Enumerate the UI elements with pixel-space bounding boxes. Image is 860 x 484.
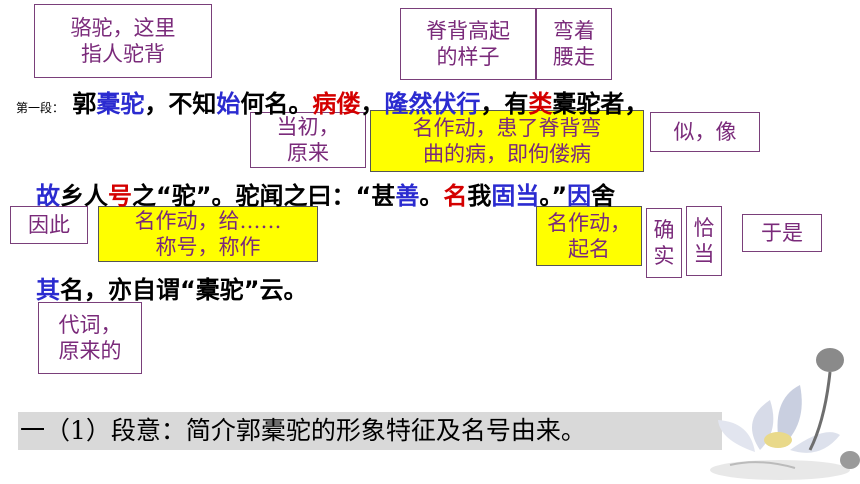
word: 始 bbox=[216, 90, 241, 118]
note-like: 似，像 bbox=[650, 112, 760, 152]
note-line: 因此 bbox=[28, 213, 70, 237]
note-line: 称号，称作 bbox=[155, 235, 261, 259]
note-nickname: 名作动，给……称号，称作 bbox=[98, 206, 318, 262]
note-line: 指人驼背 bbox=[81, 42, 165, 66]
word: 乡人 bbox=[60, 182, 108, 210]
note-appropriate: 恰当 bbox=[686, 206, 722, 276]
note-hunchback: 脊背高起的样子 bbox=[400, 8, 536, 80]
paragraph-summary: 一（1）段意：简介郭橐驼的形象特征及名号由来。 bbox=[18, 412, 722, 450]
word: 善 bbox=[395, 182, 420, 210]
text-line-2: 故乡人号之“驼”。驼闻之曰：“甚善。名我固当。”因舍 bbox=[36, 176, 615, 211]
note-indeed: 确实 bbox=[646, 208, 682, 278]
word: 。” bbox=[539, 182, 568, 210]
word: ，有 bbox=[480, 90, 529, 118]
note-line: 名作动， bbox=[547, 211, 631, 235]
note-line: 骆驼，这里 bbox=[70, 16, 176, 40]
note-line: 原来的 bbox=[58, 339, 122, 363]
word: 因 bbox=[567, 182, 592, 210]
note-line: 实 bbox=[653, 244, 675, 268]
word: 类 bbox=[528, 90, 553, 118]
note-so: 于是 bbox=[742, 214, 822, 252]
word: 号 bbox=[108, 182, 132, 210]
note-pronoun: 代词，原来的 bbox=[38, 302, 142, 374]
word: 何名。 bbox=[240, 90, 313, 118]
note-line: 名作动，患了脊背弯 bbox=[412, 116, 602, 140]
note-line: 原来 bbox=[287, 141, 329, 165]
note-line: 弯着 bbox=[553, 19, 595, 43]
note-line: 腰走 bbox=[553, 45, 595, 69]
text-line-3: 其名，亦自谓“橐驼”云。 bbox=[36, 270, 308, 305]
word: 。 bbox=[419, 182, 444, 210]
note-therefore: 因此 bbox=[10, 206, 88, 244]
text-line-1: 第一段： 郭橐驼，不知始何名。病偻，隆然伏行，有类橐驼者， bbox=[16, 84, 648, 119]
word: 故 bbox=[36, 182, 60, 210]
word: 名 bbox=[443, 182, 468, 210]
word: 橐驼者， bbox=[552, 90, 649, 118]
note-line: 的样子 bbox=[436, 45, 500, 69]
note-camel: 骆驼，这里指人驼背 bbox=[34, 4, 212, 78]
note-line: 于是 bbox=[761, 221, 803, 245]
note-line: 似，像 bbox=[673, 120, 737, 144]
word: 固当 bbox=[491, 182, 540, 210]
word: 隆然伏行 bbox=[384, 90, 481, 118]
word: 之“驼”。驼闻之曰：“甚 bbox=[132, 182, 396, 210]
word: 名，亦自谓“橐驼”云。 bbox=[60, 276, 308, 304]
note-bend-walk: 弯着腰走 bbox=[536, 8, 612, 80]
note-line: 当 bbox=[693, 242, 715, 266]
note-line: 名作动，给…… bbox=[134, 209, 282, 233]
note-name-verb: 名作动，起名 bbox=[536, 206, 642, 266]
lotus-decoration-icon bbox=[710, 348, 860, 480]
word: 我 bbox=[467, 182, 492, 210]
word: 郭 bbox=[72, 90, 97, 118]
note-line: 代词， bbox=[58, 313, 122, 337]
note-line: 脊背高起 bbox=[426, 19, 510, 43]
note-line: 恰 bbox=[693, 216, 715, 240]
word: 病偻 bbox=[312, 90, 361, 118]
word: 橐驼 bbox=[96, 90, 145, 118]
word: ， bbox=[360, 90, 385, 118]
word: 舍 bbox=[591, 182, 616, 210]
note-originally: 当初，原来 bbox=[250, 112, 366, 168]
note-disease: 名作动，患了脊背弯曲的病，即佝偻病 bbox=[370, 110, 644, 172]
word: 其 bbox=[36, 276, 60, 304]
paragraph-label: 第一段： bbox=[16, 101, 65, 115]
note-line: 起名 bbox=[568, 237, 610, 261]
word: ，不知 bbox=[144, 90, 217, 118]
note-line: 当初， bbox=[276, 115, 340, 139]
note-line: 确 bbox=[653, 218, 675, 242]
note-line: 曲的病，即佝偻病 bbox=[423, 142, 591, 166]
